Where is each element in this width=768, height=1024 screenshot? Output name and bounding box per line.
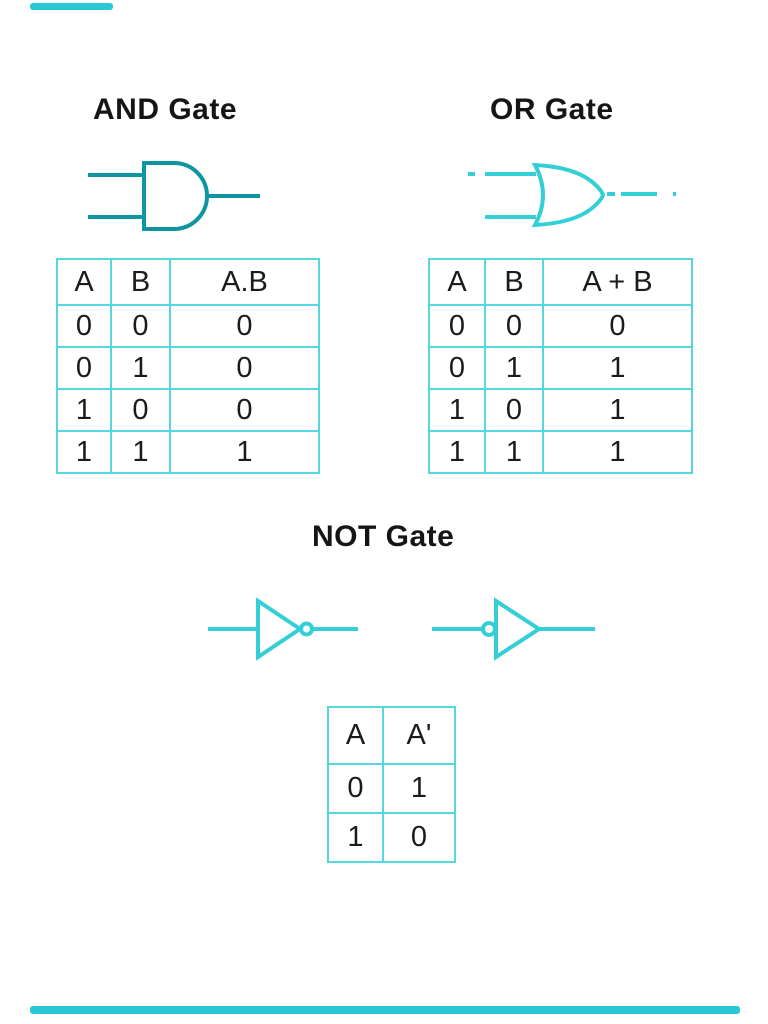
not2-triangle xyxy=(494,597,543,661)
and-truth-table: A B A.B 0 0 0 0 1 0 1 0 0 1 1 xyxy=(56,258,320,474)
col-header-b: B xyxy=(484,258,544,306)
truth-cell: 0 xyxy=(56,304,112,348)
truth-cell: 1 xyxy=(428,388,486,432)
truth-cell: 0 xyxy=(484,388,544,432)
truth-cell: 0 xyxy=(56,346,112,390)
truth-cell: 1 xyxy=(484,430,544,474)
not1-triangle xyxy=(256,597,304,661)
and-gate-icon xyxy=(88,161,260,231)
col-header-a-prime: A' xyxy=(382,706,456,765)
not1-bubble xyxy=(299,621,314,637)
not-gate-bubble-output-icon xyxy=(208,597,358,661)
not-gate-bubble-input-icon xyxy=(432,597,595,661)
table-row: 1 1 1 xyxy=(428,430,693,474)
not-truth-table: A A' 0 1 1 0 xyxy=(327,706,456,863)
truth-cell: 1 xyxy=(382,763,456,814)
truth-cell: 1 xyxy=(484,346,544,390)
page-edge-top xyxy=(30,3,113,10)
truth-cell: 0 xyxy=(428,346,486,390)
col-header-a-plus-b: A + B xyxy=(542,258,693,306)
truth-cell: 0 xyxy=(327,763,384,814)
table-row: 1 1 1 xyxy=(56,430,320,474)
truth-cell: 1 xyxy=(56,388,112,432)
truth-cell: 1 xyxy=(56,430,112,474)
or-gate-body xyxy=(531,162,606,228)
col-header-b: B xyxy=(110,258,171,306)
truth-cell: 0 xyxy=(110,304,171,348)
table-header-row: A B A + B xyxy=(428,258,693,306)
truth-cell: 1 xyxy=(542,430,693,474)
table-row: 0 0 0 xyxy=(56,304,320,348)
page-edge-bottom xyxy=(30,1006,740,1014)
table-header-row: A B A.B xyxy=(56,258,320,306)
col-header-a: A xyxy=(327,706,384,765)
truth-cell: 1 xyxy=(542,388,693,432)
truth-cell: 0 xyxy=(382,812,456,863)
truth-cell: 0 xyxy=(110,388,171,432)
table-row: 0 0 0 xyxy=(428,304,693,348)
truth-cell: 1 xyxy=(169,430,320,474)
table-row: 1 0 xyxy=(327,812,456,863)
truth-cell: 0 xyxy=(169,388,320,432)
table-row: 0 1 0 xyxy=(56,346,320,390)
truth-cell: 0 xyxy=(542,304,693,348)
truth-cell: 1 xyxy=(542,346,693,390)
truth-cell: 1 xyxy=(327,812,384,863)
truth-cell: 1 xyxy=(428,430,486,474)
and-gate-title: AND Gate xyxy=(93,93,238,126)
col-header-a: A xyxy=(428,258,486,306)
not-gate-icons xyxy=(208,597,595,661)
truth-cell: 1 xyxy=(110,430,171,474)
table-row: 0 1 xyxy=(327,763,456,814)
table-row: 1 0 0 xyxy=(56,388,320,432)
truth-cell: 1 xyxy=(110,346,171,390)
or-gate-title: OR Gate xyxy=(490,93,614,126)
or-gate-icon xyxy=(468,162,676,228)
table-header-row: A A' xyxy=(327,706,456,765)
not2-bubble xyxy=(481,621,497,637)
col-header-a: A xyxy=(56,258,112,306)
not-gate-title: NOT Gate xyxy=(312,520,455,553)
col-header-ab: A.B xyxy=(169,258,320,306)
truth-cell: 0 xyxy=(484,304,544,348)
truth-cell: 0 xyxy=(169,346,320,390)
truth-cell: 0 xyxy=(428,304,486,348)
table-row: 0 1 1 xyxy=(428,346,693,390)
or-truth-table: A B A + B 0 0 0 0 1 1 1 0 1 1 xyxy=(428,258,693,474)
truth-cell: 0 xyxy=(169,304,320,348)
table-row: 1 0 1 xyxy=(428,388,693,432)
and-gate-body xyxy=(142,161,209,231)
